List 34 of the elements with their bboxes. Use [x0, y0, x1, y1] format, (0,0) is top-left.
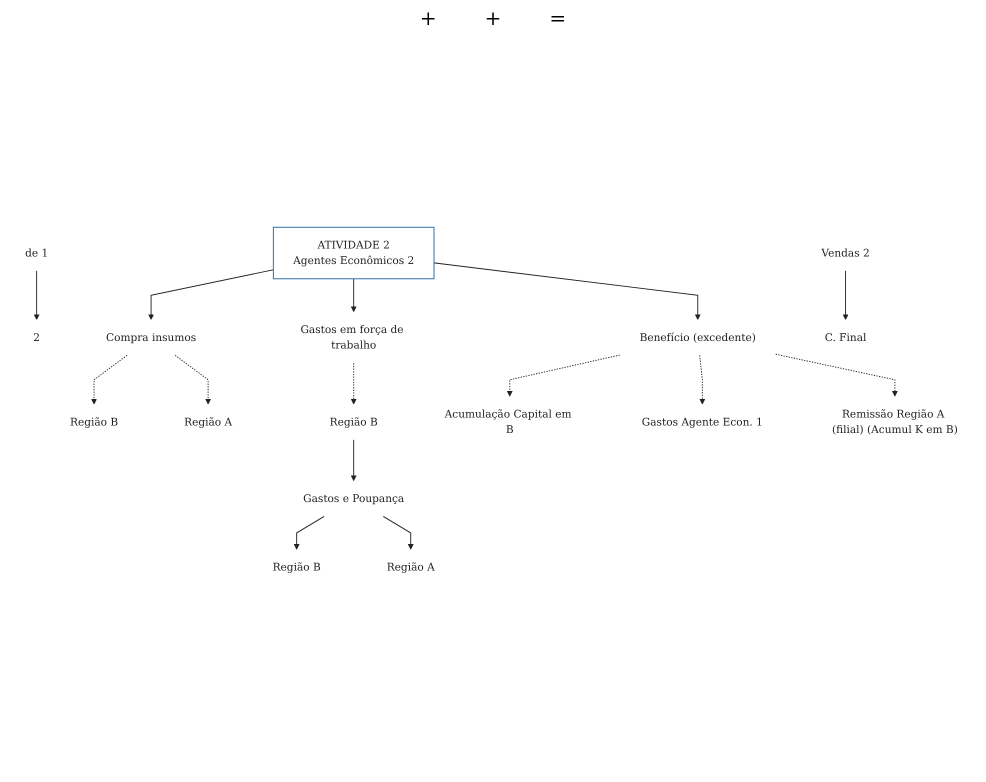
node-box: ATIVIDADE 2 Agentes Econômicos 2: [272, 226, 434, 280]
node-text: Remissão Região A (filial) (Acumul K em B): [832, 407, 958, 436]
arrow: [350, 278, 357, 312]
node-text: Benefício (excedente): [640, 330, 756, 344]
node-text: Região A: [386, 560, 435, 574]
arrow: [506, 354, 620, 396]
node-text: Região B: [70, 415, 118, 428]
node-text: Região B: [272, 560, 321, 574]
node-text: 2: [33, 330, 40, 344]
node-text: Região B: [330, 415, 378, 428]
arrow: [34, 270, 40, 320]
node-text: C. Final: [824, 330, 866, 344]
node-text: Gastos Agente Econ. 1: [642, 415, 763, 428]
arrow: [699, 354, 706, 404]
arrow: [91, 354, 128, 404]
arrow: [174, 354, 212, 404]
operator-sign: =: [548, 6, 568, 30]
arrow: [294, 516, 325, 550]
arrow: [842, 270, 848, 320]
arrow: [382, 516, 414, 550]
arrow: [775, 354, 898, 396]
node-text: Região A: [184, 415, 232, 428]
operator-sign: +: [484, 6, 502, 30]
arrow: [434, 262, 701, 320]
node-text: Gastos e Poupança: [303, 492, 404, 504]
operator-sign: +: [418, 6, 438, 30]
arrow: [350, 439, 357, 481]
node-text: Acumulação Capital em B: [444, 407, 572, 436]
arrow: [350, 362, 357, 404]
arrow: [148, 269, 274, 320]
node-text: Vendas 2: [821, 246, 870, 259]
node-text: Compra insumos: [106, 330, 196, 344]
node-text: Gastos em força de trabalho: [300, 322, 404, 352]
node-text: de 1: [25, 246, 48, 259]
